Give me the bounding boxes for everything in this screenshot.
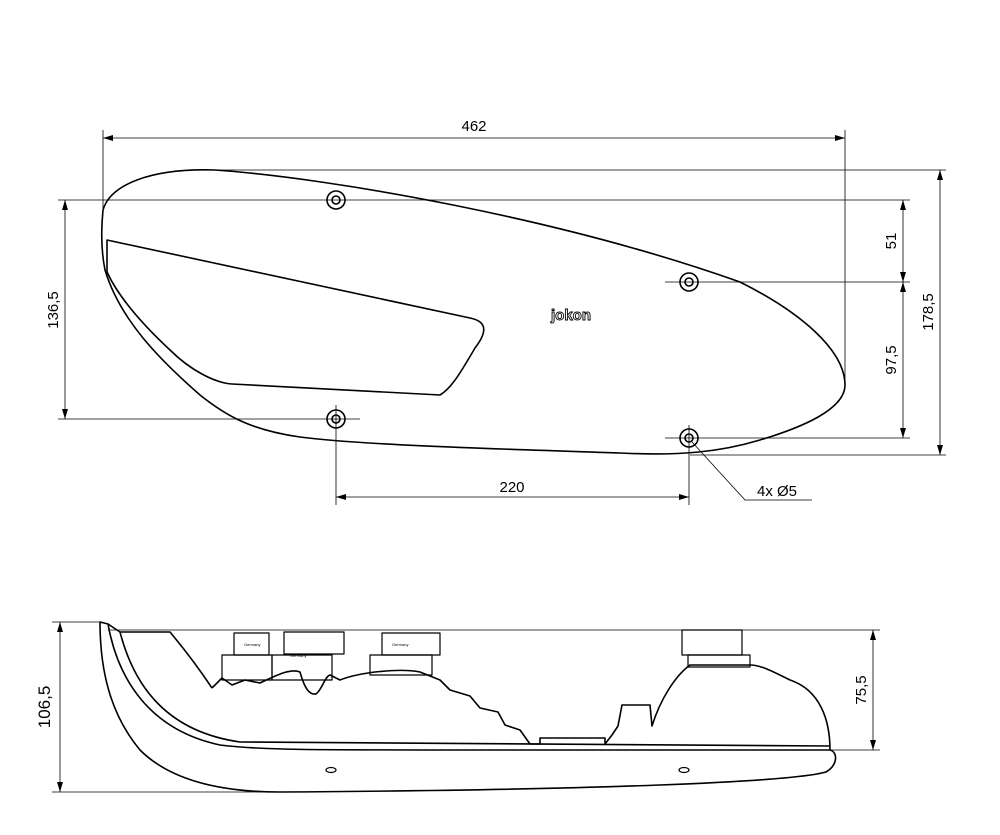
dim-97-5: 97,5 bbox=[883, 345, 900, 374]
top-view: jokon 462 136,5 51 97,5 bbox=[45, 118, 946, 505]
connector-plug bbox=[681, 629, 743, 656]
dim-51: 51 bbox=[883, 233, 900, 250]
lens-cap-side bbox=[120, 631, 213, 689]
dim-220: 220 bbox=[499, 479, 524, 496]
connector-plug bbox=[381, 632, 441, 656]
lens-outline bbox=[106, 239, 485, 396]
hole-callout: 4x Ø5 bbox=[757, 483, 797, 500]
lamp-outline-top bbox=[100, 169, 846, 455]
side-arrowheads bbox=[57, 622, 876, 792]
connector-plug bbox=[233, 632, 270, 656]
screw-hole bbox=[678, 766, 690, 774]
connector-base bbox=[221, 654, 273, 681]
connector-label: Germany bbox=[244, 642, 260, 647]
connector-label: Germany bbox=[290, 653, 306, 658]
housing-profile bbox=[211, 664, 831, 751]
side-view: Germany Germany Germany 106,5 75,5 bbox=[35, 621, 880, 793]
connector-base bbox=[271, 654, 333, 681]
lamp-outline-side bbox=[99, 621, 837, 793]
jokon-logo: jokon bbox=[550, 307, 591, 324]
dim-462: 462 bbox=[461, 118, 486, 135]
screw-hole bbox=[325, 766, 337, 774]
lens-edge-side bbox=[107, 623, 831, 747]
dim-136-5: 136,5 bbox=[45, 291, 62, 329]
dim-178-5: 178,5 bbox=[920, 293, 937, 331]
side-dimension-lines bbox=[52, 621, 880, 793]
dim-106-5: 106,5 bbox=[35, 686, 54, 729]
mounting-holes bbox=[326, 190, 699, 448]
dim-75-5: 75,5 bbox=[853, 675, 870, 704]
arrowheads bbox=[62, 135, 943, 500]
connector-label: Germany bbox=[392, 642, 408, 647]
dimension-lines bbox=[58, 130, 946, 505]
connector-plug bbox=[283, 631, 345, 655]
connectors bbox=[221, 629, 751, 774]
